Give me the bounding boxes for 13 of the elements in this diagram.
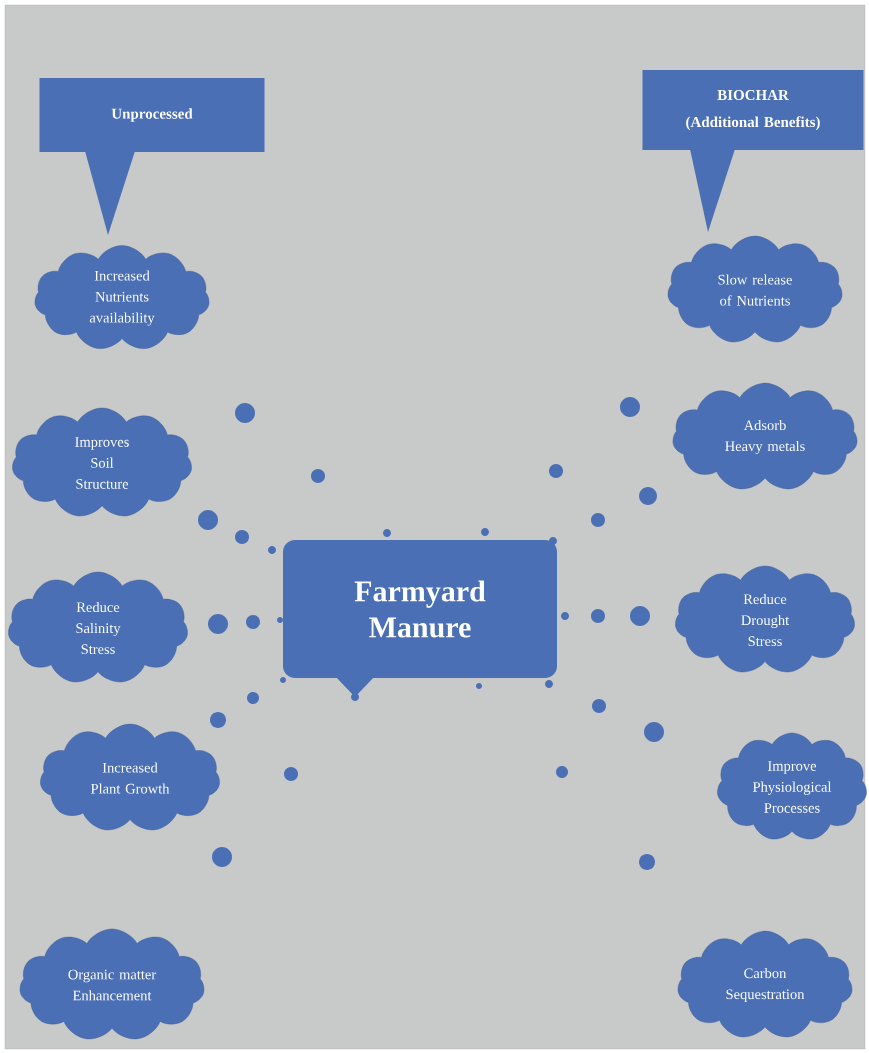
callout-box: BIOCHAR (Additional Benefits) [642,70,864,232]
callout-box: Unprocessed [39,78,265,235]
thought-cloud: Improve Physiological Processes [717,732,867,840]
thought-cloud: Increased Nutrients availability [34,245,210,349]
thought-cloud: Adsorb Heavy metals [672,382,858,490]
speech-bubble: Farmyard Manure [283,540,557,697]
thought-cloud: Reduce Salinity Stress [8,571,188,683]
thought-cloud: Organic matter Enhancement [19,928,205,1040]
thought-cloud: Carbon Sequestration [677,930,853,1038]
thought-cloud: Slow release of Nutrients [667,235,843,343]
thought-cloud: Reduce Drought Stress [675,565,855,673]
thought-cloud: Improves Soil Structure [12,407,192,517]
thought-cloud: Increased Plant Growth [40,723,220,831]
